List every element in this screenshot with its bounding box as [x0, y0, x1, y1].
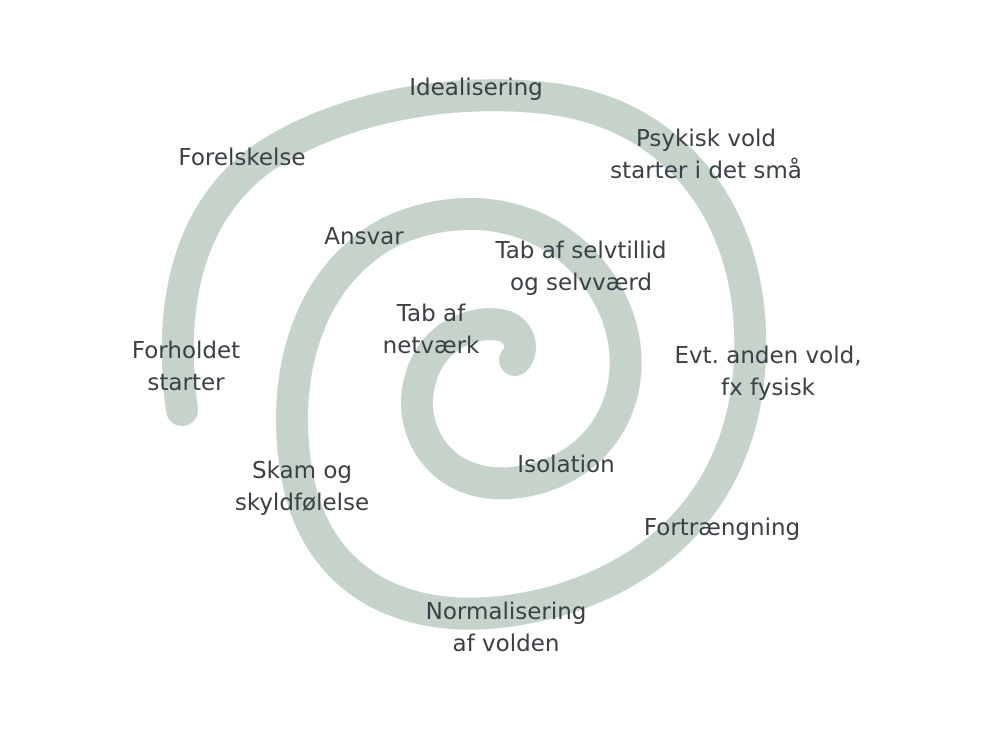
stage-label-psykisk-vold: Psykisk vold starter i det små	[610, 126, 802, 184]
stage-label-ansvar: Ansvar	[324, 224, 404, 250]
stage-label-netvaerk: Tab af netværk	[382, 301, 480, 359]
stage-label-isolation: Isolation	[517, 452, 615, 478]
stage-label-forelskelse: Forelskelse	[178, 145, 306, 171]
stage-label-fortraengning: Fortrængning	[643, 515, 801, 541]
stage-label-skam: Skam og skyldfølelse	[234, 458, 370, 516]
stage-label-forholdet-starter: Forholdet starter	[131, 338, 241, 396]
spiral-path	[161, 79, 767, 630]
stage-label-normalisering: Normalisering af volden	[425, 599, 587, 657]
stage-label-selvtillid: Tab af selvtillid og selvværd	[495, 238, 667, 296]
stage-label-anden-vold: Evt. anden vold, fx fysisk	[674, 343, 862, 401]
stage-label-idealisering: Idealisering	[409, 75, 543, 101]
